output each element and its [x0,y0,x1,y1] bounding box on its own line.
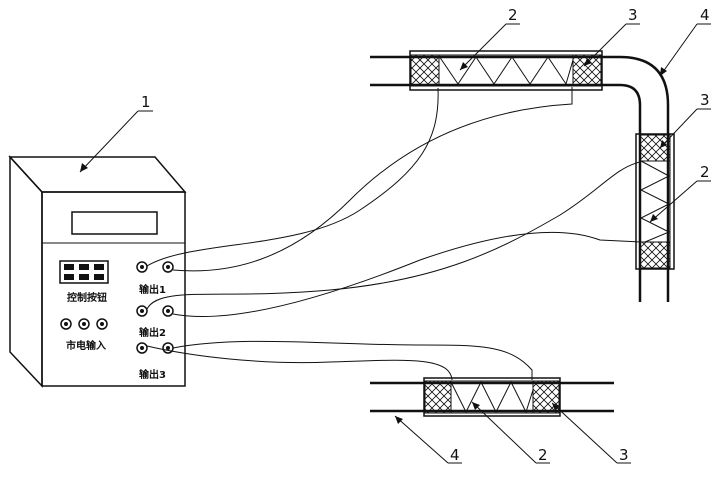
callout-3-insulation-bottom: 3 [619,446,629,464]
bottom-pipe [370,381,614,413]
mains-input-terminals [60,318,108,330]
control-buttons-label: 控制按钮 [67,291,107,304]
bottom-heater-assembly [423,377,561,417]
wires [146,87,641,381]
display-window [71,211,158,235]
callout-leaders [79,23,711,464]
output-1-label: 输出1 [139,283,166,296]
callout-4-pipe-bottom: 4 [450,446,460,464]
callout-4-pipe-top: 4 [700,6,710,24]
callout-2-heater-top: 2 [508,6,518,24]
control-keypad[interactable] [59,260,109,284]
top-pipe [370,55,670,302]
right-heater-assembly [635,133,675,270]
callout-2-heater-bottom: 2 [538,446,548,464]
callout-1-controller: 1 [141,93,151,111]
callout-3-insulation-right: 3 [700,91,710,109]
output-3-label: 输出3 [139,368,166,381]
callout-2-heater-right: 2 [700,163,710,181]
controller-box: 控制按钮 市电输入 输出1 输出2 输出3 [8,155,187,388]
output-1-terminals [136,261,174,273]
output-2-label: 输出2 [139,326,166,339]
callout-3-insulation-top: 3 [628,6,638,24]
output-2-terminals [136,305,174,317]
mains-input-label: 市电输入 [66,339,106,352]
